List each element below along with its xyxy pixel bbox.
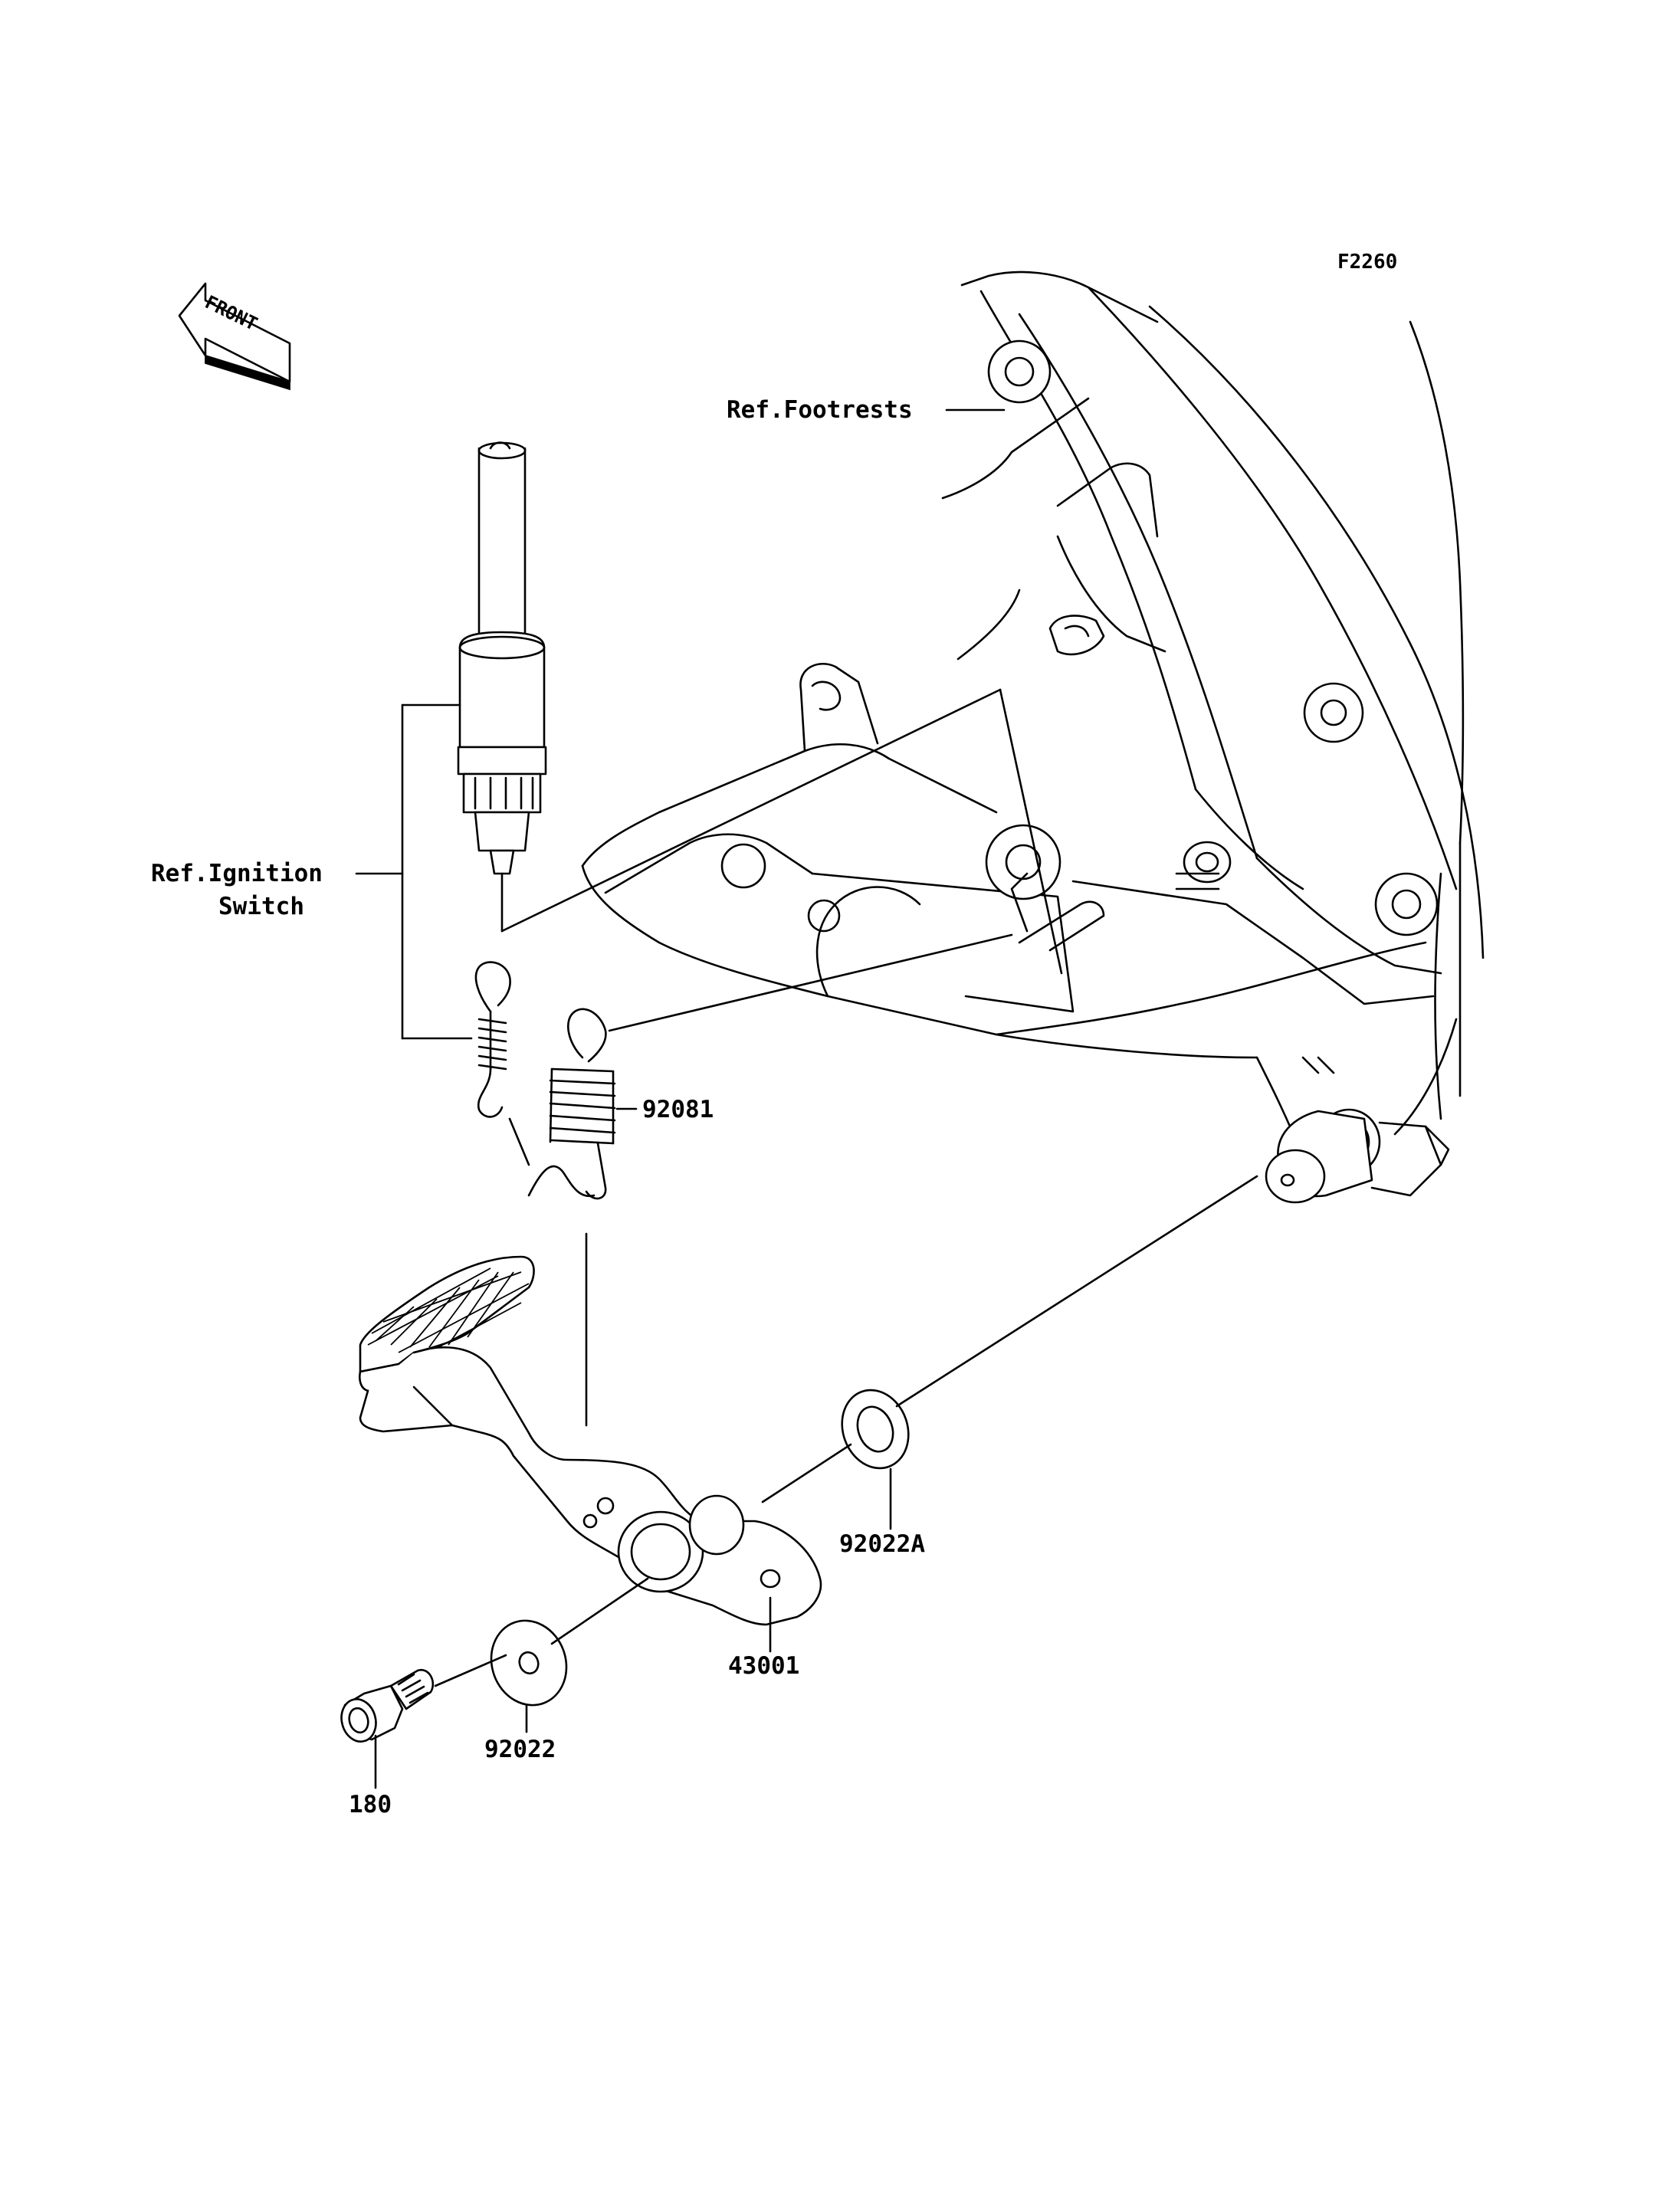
- return-spring: [549, 933, 1013, 1427]
- part-label-92022: 92022: [484, 1736, 556, 1763]
- ignition-switch-ref-label-line2: Switch: [218, 893, 304, 920]
- part-label-43001: 43001: [728, 1652, 799, 1680]
- leader-lines: [374, 408, 1006, 1789]
- front-arrow-icon: FRONT: [178, 282, 291, 391]
- washer-92022a: [761, 1175, 1258, 1503]
- part-label-92022a: 92022A: [839, 1530, 925, 1558]
- footrests-ref-label: Ref.Footrests: [727, 396, 913, 424]
- switch-spring: [474, 961, 596, 1198]
- brake-light-switch: [457, 441, 1063, 975]
- footrest-bracket: [581, 271, 1485, 1204]
- ignition-switch-ref-bracket: [355, 703, 473, 1040]
- bolt-180: [340, 1654, 507, 1743]
- brake-pedal: [359, 1255, 822, 1626]
- part-label-180: 180: [349, 1791, 392, 1818]
- washer-92022: [490, 1577, 649, 1707]
- ignition-switch-ref-label-line1: Ref.Ignition: [151, 860, 323, 887]
- part-label-92081: 92081: [642, 1096, 714, 1123]
- diagram-code: F2260: [1337, 251, 1397, 274]
